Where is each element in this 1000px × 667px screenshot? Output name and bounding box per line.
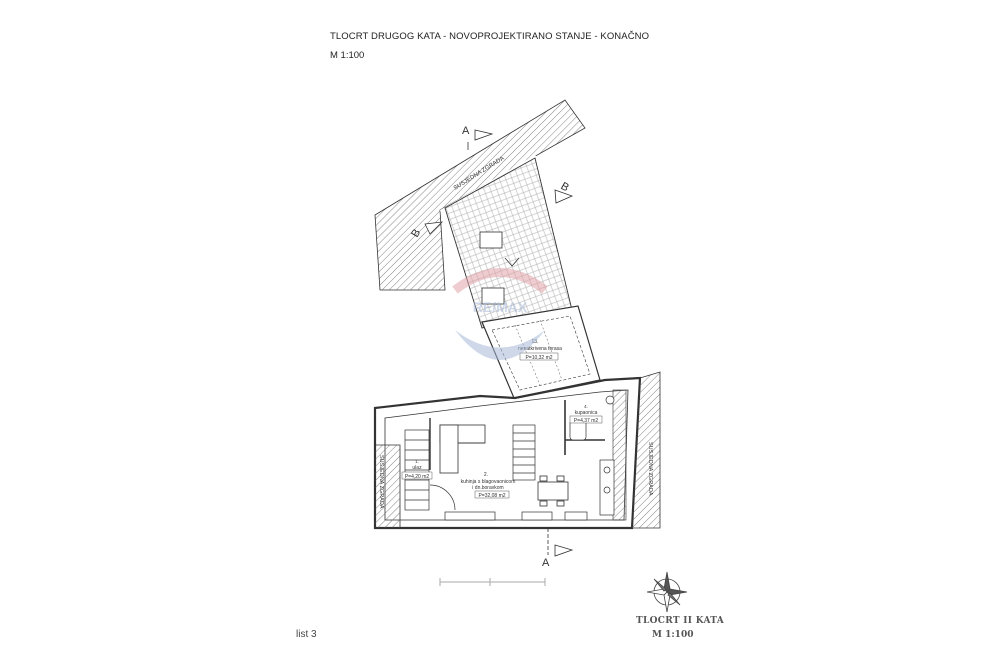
neighbor-label-right: SUSJEDNA ZGRADA [647,442,653,496]
neighbor-building-right [631,371,661,529]
remax-watermark-logo: RE/MAX [452,268,548,360]
bathroom-area: P=4,37 m2 [574,418,599,424]
kitchen-name-line1: kuhinja s blagovaonicom [461,479,516,485]
kitchen-name-line2: i dn.boravkom [472,485,503,491]
terrace-area: P=10,32 m2 [525,355,552,361]
terrace-number: 13. [532,339,539,345]
stamp-title: TLOCRT II KATA [636,616,725,626]
stair-left [404,429,430,511]
section-marker-b-left [424,221,444,235]
drawing-scale: M 1:100 [330,50,365,61]
windows [444,511,588,521]
door-swing [429,484,456,511]
section-label-a-bottom: A [542,557,550,569]
sheet-number: list 3 [296,629,317,640]
dining-table [537,475,569,507]
kitchen-number: 2. [484,472,488,478]
section-marker-a-top [467,129,494,150]
kitchen-area: P=32,08 m2 [478,493,505,499]
entrance-area: P=4,20 m2 [405,474,430,480]
stamp-scale: M 1:100 [652,630,694,640]
compass-rose-icon [646,571,688,613]
kitchen-counter [599,459,615,516]
neighbor-label-left: SUSJEDNA ZGRADA [378,455,384,509]
skylight-1 [479,231,503,249]
skylight-2 [481,287,505,305]
stair-center [512,424,536,481]
terrace-name: nenatkrivena terasa [518,346,562,352]
scale-bar [439,578,546,586]
neighbor-building-left [374,444,401,529]
drawing-title: TLOCRT DRUGOG KATA - NOVOPROJEKTIRANO ST… [330,31,650,42]
entrance-name: ulaz [412,465,422,471]
section-marker-b-right [554,189,574,204]
bathroom-name: kupaonica [575,410,598,416]
sofa [439,424,486,474]
section-marker-a-bottom [547,528,574,557]
chevron-icon [504,257,520,267]
entrance-number: 1. [415,459,419,464]
bathroom-number: 4. [584,404,588,409]
section-label-a-top: A [462,125,470,137]
watermark-text: RE/MAX [473,299,528,315]
floor-outline [373,376,642,530]
